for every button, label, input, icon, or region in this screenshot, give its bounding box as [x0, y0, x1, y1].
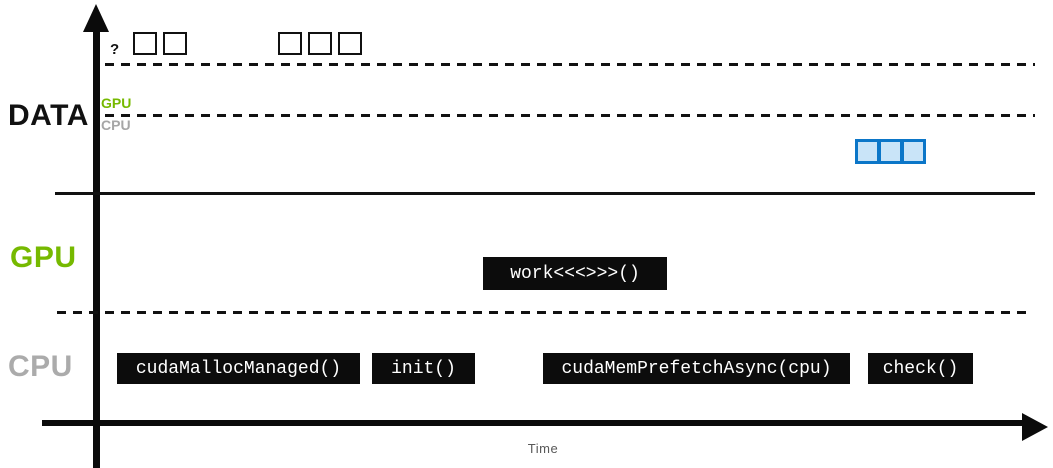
memory-page-filled-blue: [901, 139, 926, 164]
memory-page-group-cpu-resident: [855, 139, 926, 164]
data-lane-gpu-cpu-dashed-line: [105, 114, 1035, 117]
gpu-kernel-block: work<<<>>>(): [483, 257, 667, 290]
time-axis-arrowhead-icon: [1022, 413, 1048, 441]
cpu-block-cudamallocmanaged: cudaMallocManaged(): [117, 353, 360, 384]
memory-page-outline: [278, 32, 302, 55]
memory-page-outline: [163, 32, 187, 55]
data-lane-gpu-row-label: GPU: [101, 95, 132, 111]
memory-page-group-unknown-b: [278, 32, 362, 55]
section-label-data: DATA: [8, 99, 89, 132]
memory-page-outline: [308, 32, 332, 55]
unknown-location-question-mark: ?: [110, 41, 120, 58]
time-axis-label: Time: [527, 441, 559, 456]
memory-page-filled-blue: [878, 139, 903, 164]
data-gpu-section-divider: [55, 192, 1035, 195]
memory-page-group-unknown-a: [133, 32, 187, 55]
y-axis-arrowhead-icon: [83, 4, 109, 32]
memory-page-filled-blue: [855, 139, 880, 164]
data-lane-top-dashed-line: [105, 63, 1035, 66]
cpu-block-cudamemprefetchasync: cudaMemPrefetchAsync(cpu): [543, 353, 850, 384]
cpu-block-init: init(): [372, 353, 475, 384]
gpu-cpu-section-dashed-divider: [57, 311, 1032, 314]
cpu-block-check: check(): [868, 353, 973, 384]
section-label-cpu: CPU: [8, 350, 73, 383]
memory-page-outline: [338, 32, 362, 55]
y-axis-line: [93, 28, 100, 468]
data-lane-cpu-row-label: CPU: [101, 117, 131, 133]
memory-page-outline: [133, 32, 157, 55]
time-axis-line: [42, 420, 1024, 426]
section-label-gpu: GPU: [10, 241, 77, 274]
